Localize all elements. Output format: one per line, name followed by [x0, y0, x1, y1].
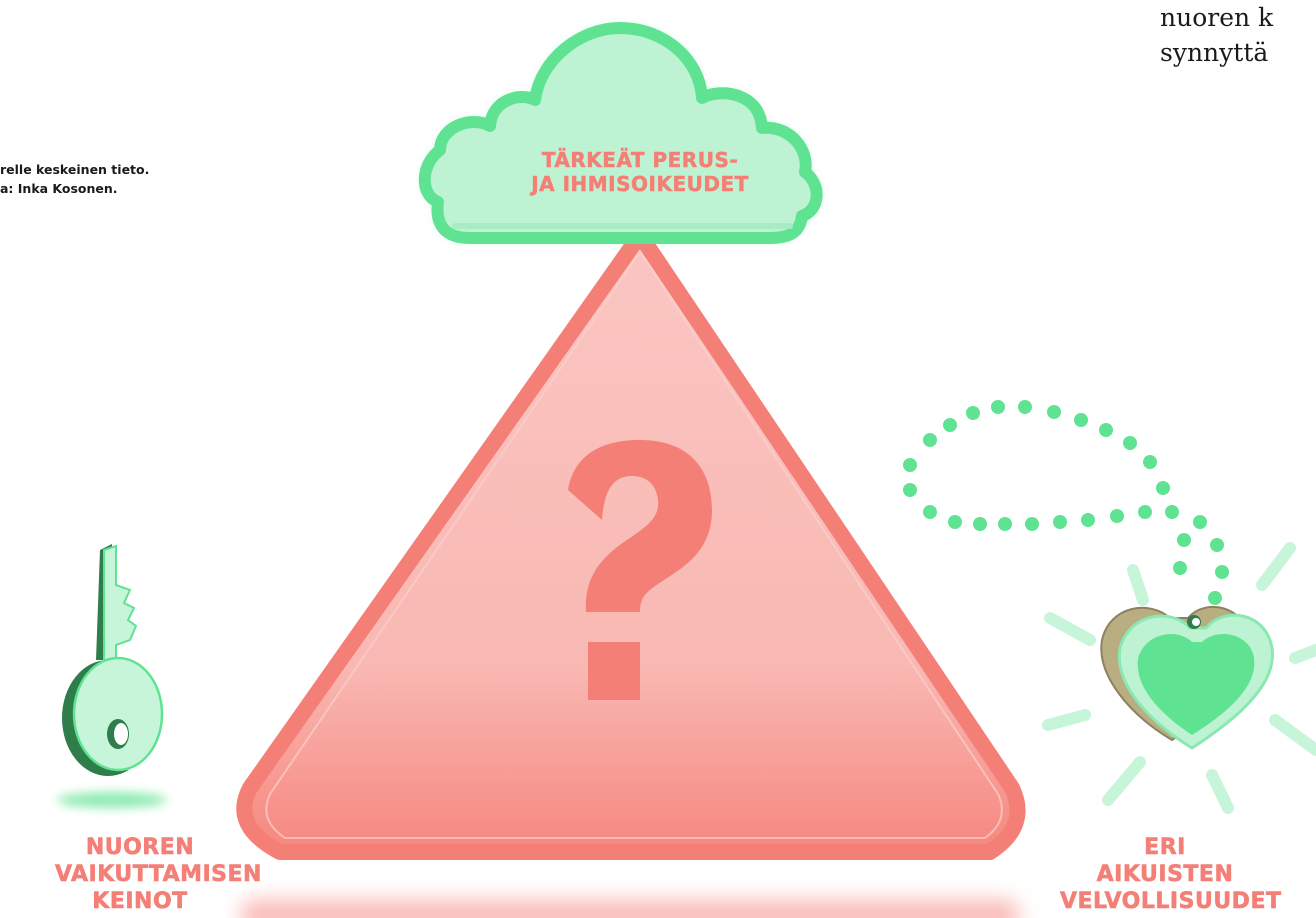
- cloud-label: TÄRKEÄT PERUS- JA IHMISOIKEUDET: [500, 148, 780, 196]
- article-text-fragment: nuoren k synnyttä: [1160, 0, 1273, 70]
- key-label-line-1: NUOREN: [55, 834, 225, 861]
- cloud-icon: [425, 28, 817, 238]
- cloud-label-line-2: JA IHMISOIKEUDET: [500, 172, 780, 196]
- key-icon: [57, 544, 167, 808]
- heart-label-line-3: VELVOLLISUUDET: [1060, 888, 1270, 915]
- body-line-1: nuoren k: [1160, 0, 1273, 35]
- body-line-2: synnyttä: [1160, 35, 1273, 70]
- key-label-line-2: VAIKUTTAMISEN: [55, 861, 225, 888]
- dotted-chain-icon: [903, 400, 1229, 605]
- floor-glow: [240, 900, 1020, 918]
- heart-label-line-2: AIKUISTEN: [1060, 861, 1270, 888]
- heart-label: ERI AIKUISTEN VELVOLLISUUDET: [1060, 834, 1270, 915]
- heart-label-line-1: ERI: [1060, 834, 1270, 861]
- figure-caption: relle keskeinen tieto. a: Inka Kosonen.: [0, 160, 149, 198]
- key-label-line-3: KEINOT: [55, 888, 225, 915]
- cloud-label-line-1: TÄRKEÄT PERUS-: [500, 148, 780, 172]
- caption-line-1: relle keskeinen tieto.: [0, 160, 149, 179]
- caption-line-2: a: Inka Kosonen.: [0, 179, 149, 198]
- key-label: NUOREN VAIKUTTAMISEN KEINOT: [55, 834, 225, 915]
- heart-pendant-icon: [1101, 607, 1272, 748]
